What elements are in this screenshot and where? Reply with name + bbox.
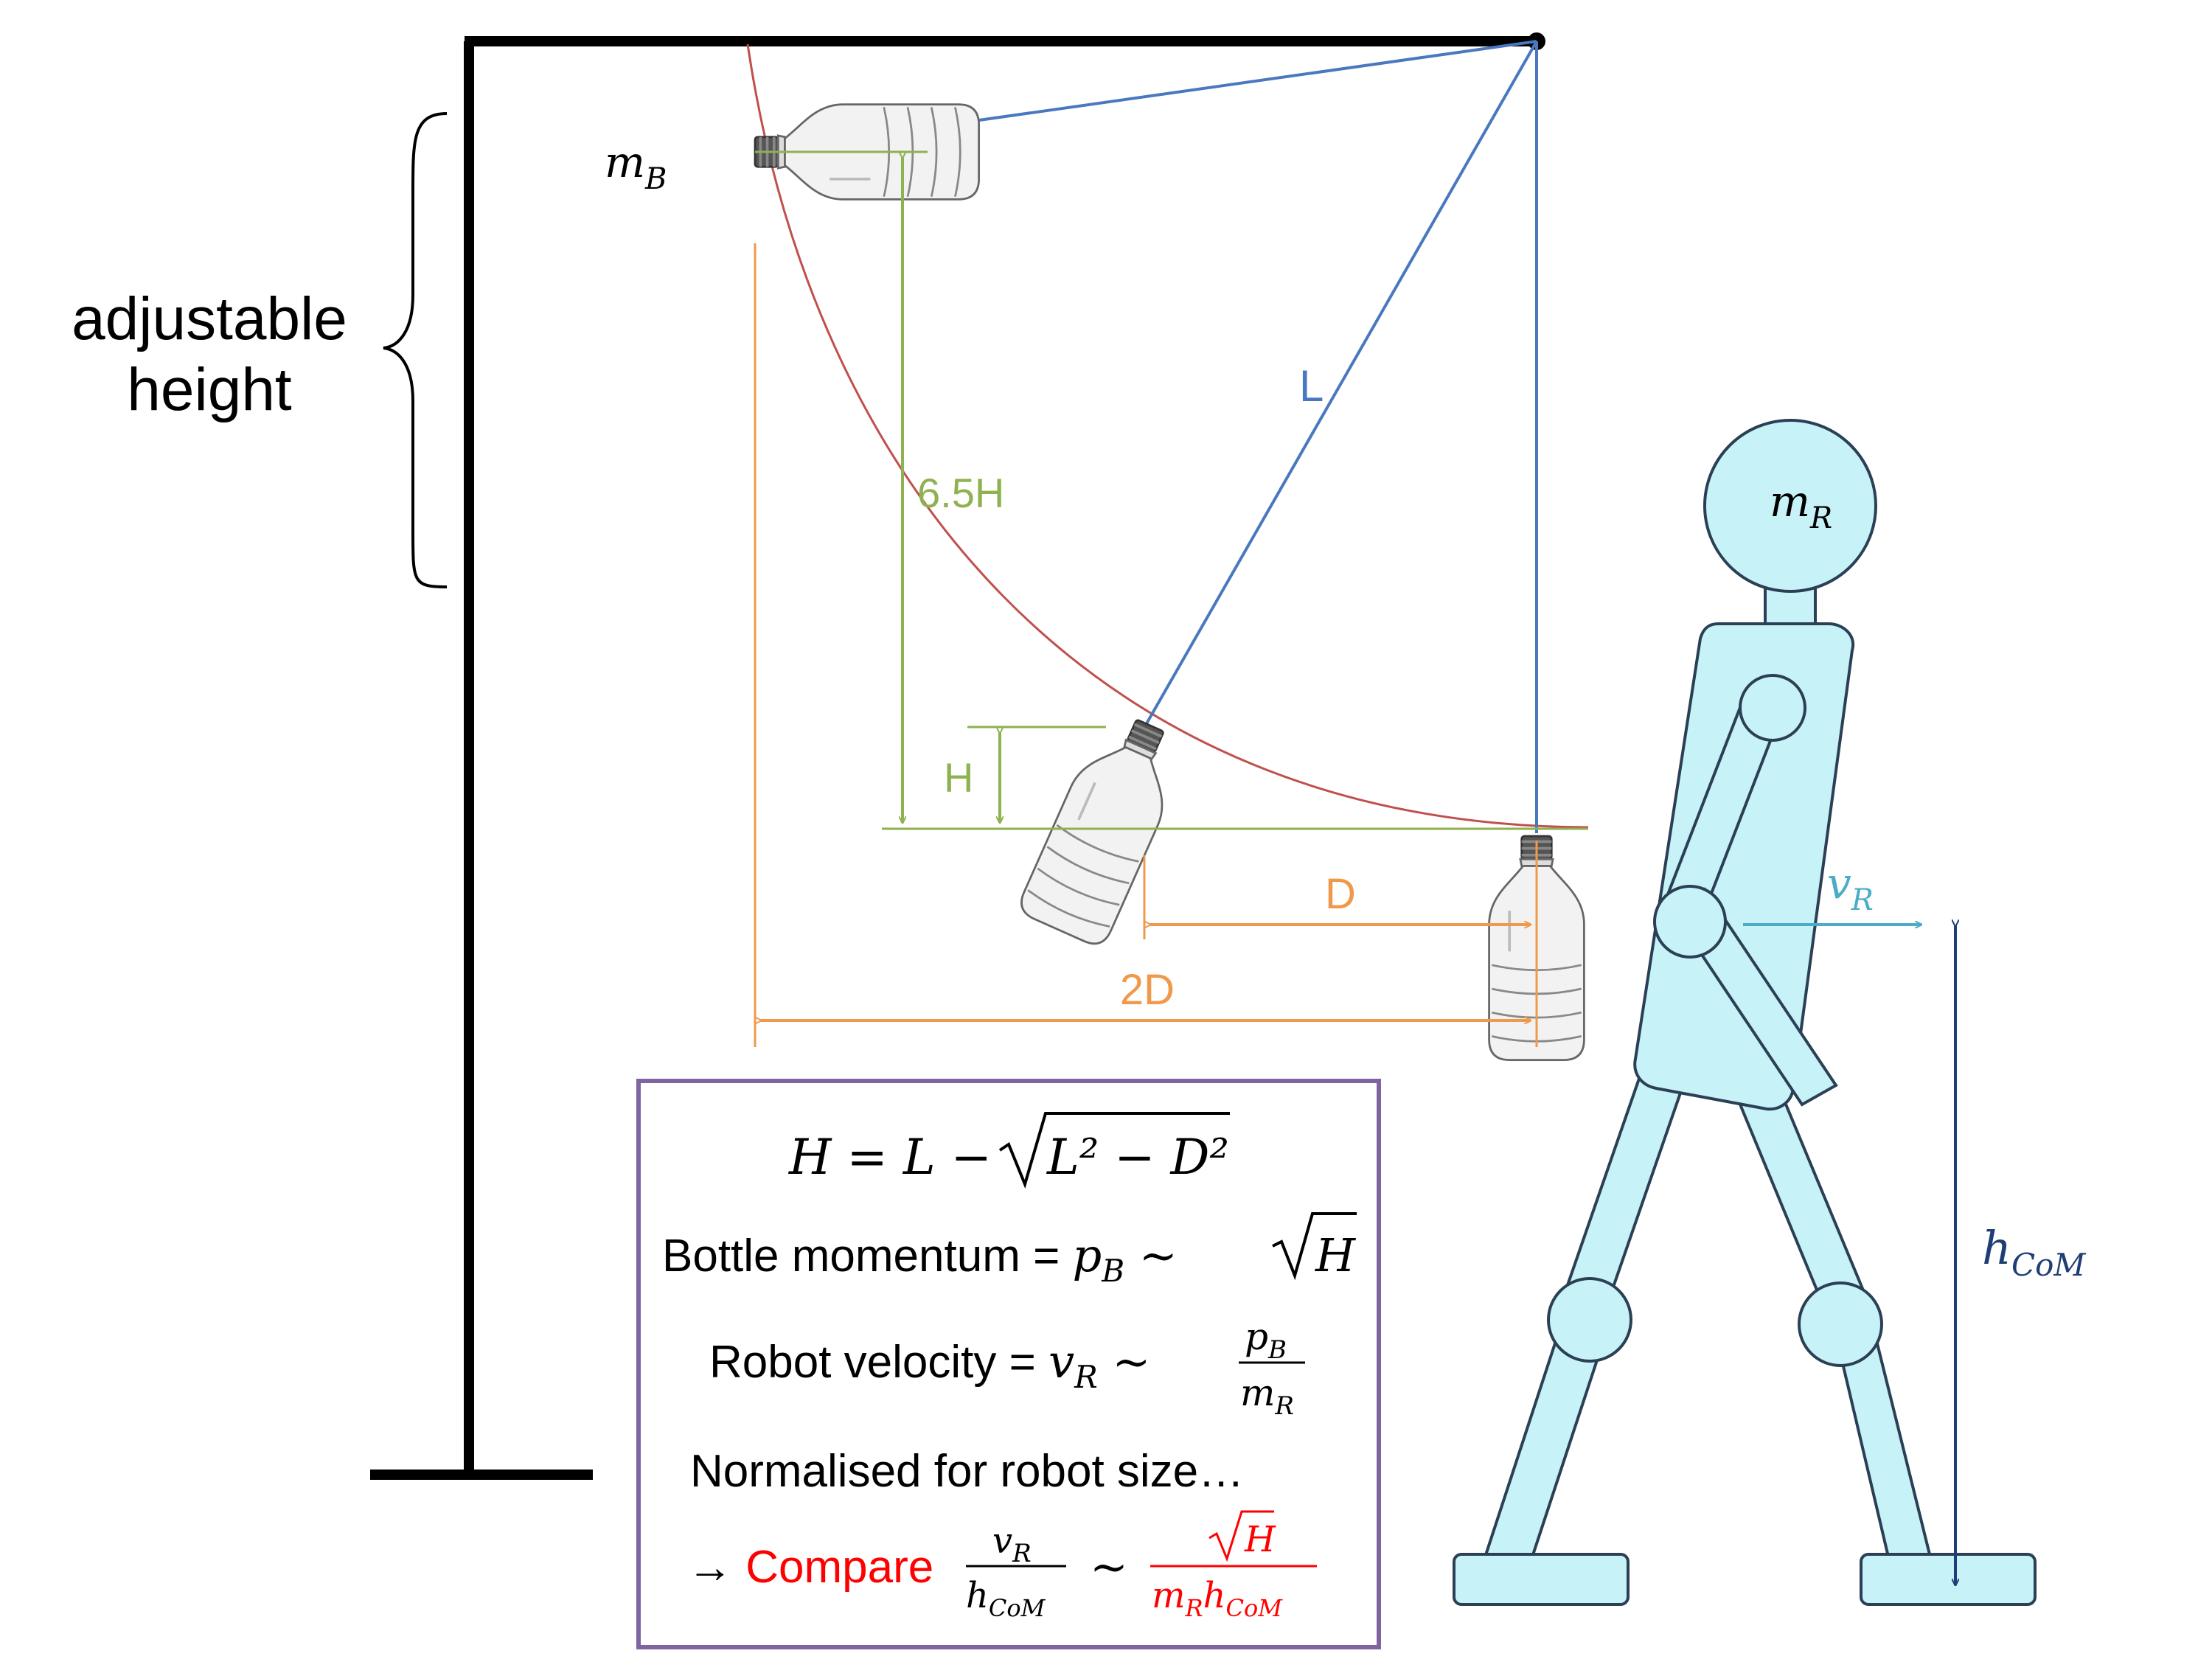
scaled-height-label: 6.5H [917, 470, 1004, 516]
equation-1-sqrt-symbol [998, 1112, 1230, 1189]
robot-foot-right [1860, 1553, 2037, 1606]
offset-dimensions: D 2D [754, 243, 1538, 1047]
pendulum-string-mid [1141, 41, 1538, 731]
walking-robot [1453, 419, 2037, 1606]
robot-leg-left-thigh [1559, 1074, 1686, 1315]
swing-arc [746, 44, 1589, 829]
equation-line-5: → Compare vR hCoM ~ H mRhCoM [687, 1510, 1317, 1622]
robot-knee-left [1547, 1277, 1632, 1363]
equation-line-4: Normalised for robot size… [690, 1446, 1244, 1497]
equation-line-1: H = L − L² − D² [788, 1112, 1230, 1189]
adjustable-height-label-line1: adjustable [72, 285, 347, 352]
pendulum-length-label: L [1299, 361, 1324, 411]
robot-shoulder-joint [1739, 674, 1806, 742]
robot-velocity-label: vR [1827, 858, 1874, 917]
bottle-mass-label: mB [605, 137, 667, 196]
adjustable-height-label-line2: height [127, 356, 292, 423]
equation-3-denominator: mR [1240, 1371, 1294, 1421]
equation-box-border [636, 1079, 1381, 1649]
equation-5-denominator-1: hCoM [966, 1575, 1046, 1622]
equation-5-numerator-2: H [1244, 1519, 1276, 1560]
robot-torso [1633, 622, 1855, 1111]
adjustable-height-brace [383, 112, 448, 588]
equation-5-sim: ~ [1090, 1540, 1128, 1593]
robot-knee-right [1798, 1281, 1883, 1367]
robot-elbow-joint [1653, 885, 1727, 959]
equation-2-radicand: H [1315, 1228, 1357, 1282]
equation-1-radicand: L² − D² [1046, 1129, 1229, 1186]
offset-d-label: D [1325, 870, 1356, 918]
robot-foot-left [1453, 1553, 1630, 1606]
equation-5-lead: → Compare [687, 1542, 933, 1593]
equation-5-sqrt-symbol [1208, 1510, 1274, 1562]
equation-3-numerator: pB [1245, 1315, 1287, 1365]
equation-line-3: Robot velocity = vR ~ pB mR [709, 1315, 1305, 1421]
drop-height-label: H [944, 754, 973, 801]
equation-1-lhs: H = L − [788, 1129, 992, 1186]
equation-2-text: Bottle momentum = pB ~ [662, 1228, 1178, 1289]
robot-mass-label: mR [1770, 476, 1832, 535]
offset-2d-label: 2D [1120, 966, 1175, 1014]
equation-line-2: Bottle momentum = pB ~ H [662, 1212, 1357, 1289]
equation-3-text: Robot velocity = vR ~ [709, 1335, 1150, 1395]
equation-5-denominator-2: mRhCoM [1152, 1575, 1283, 1622]
support-frame [370, 32, 1545, 1480]
com-height-label: hCoM [1982, 1221, 2086, 1283]
equation-5-numerator-1: vR [992, 1520, 1032, 1568]
equation-box: H = L − L² − D² Bottle momentum = pB ~ H… [636, 1079, 1381, 1649]
robot-head [1703, 419, 1877, 593]
height-dimensions: 6.5H H [755, 150, 1588, 830]
equation-2-sqrt-symbol [1272, 1212, 1357, 1281]
